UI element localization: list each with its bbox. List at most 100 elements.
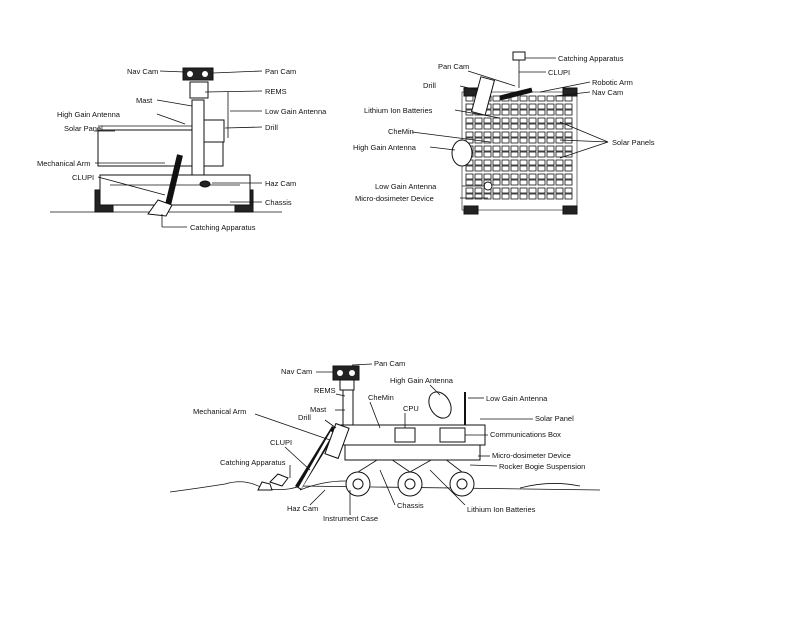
label-rems: REMS: [265, 87, 287, 96]
solar-cell: [474, 159, 483, 166]
solar-cell: [483, 193, 492, 200]
solar-cell: [501, 193, 510, 200]
solar-cell: [465, 173, 474, 180]
label-clupi: CLUPI: [72, 173, 94, 182]
solar-cell: [555, 187, 564, 194]
solar-cell: [564, 103, 573, 110]
solar-cell: [474, 145, 483, 152]
solar-cell: [492, 145, 501, 152]
solar-cell: [564, 165, 573, 172]
solar-cell: [519, 131, 528, 138]
solar-cell: [528, 103, 537, 110]
solar-cell: [501, 145, 510, 152]
solar-cell: [483, 173, 492, 180]
solar-cell: [555, 103, 564, 110]
solar-cell: [465, 165, 474, 172]
solar-cell: [510, 109, 519, 116]
label-mast: Mast: [310, 405, 327, 414]
solar-cell: [537, 165, 546, 172]
solar-cell: [492, 151, 501, 158]
solar-cell: [501, 131, 510, 138]
solar-cell: [555, 145, 564, 152]
catching-apparatus-shape: [269, 473, 289, 487]
camera-head: [182, 67, 214, 81]
label-communications-box: Communications Box: [490, 430, 561, 439]
solar-cell: [492, 123, 501, 130]
solar-cell: [483, 159, 492, 166]
label-drill: Drill: [298, 413, 311, 422]
solar-cell: [546, 109, 555, 116]
label-robotic-arm: Robotic Arm: [592, 78, 633, 87]
solar-cell: [483, 165, 492, 172]
solar-cell: [528, 159, 537, 166]
solar-cell: [474, 117, 483, 124]
solar-cell: [528, 173, 537, 180]
solar-cell: [465, 131, 474, 138]
solar-cell: [510, 145, 519, 152]
label-drill: Drill: [265, 123, 278, 132]
solar-cell: [519, 151, 528, 158]
solar-cell: [537, 117, 546, 124]
label-haz-cam: Haz Cam: [287, 504, 318, 513]
solar-cell: [546, 159, 555, 166]
solar-cell: [474, 179, 483, 186]
solar-cell: [492, 103, 501, 110]
solar-cell: [492, 179, 501, 186]
solar-cell: [537, 145, 546, 152]
solar-cell: [501, 109, 510, 116]
label-rems: REMS: [314, 386, 336, 395]
mast: [342, 389, 354, 426]
solar-cell: [546, 151, 555, 158]
label-solar-panel: Solar Panel: [64, 124, 103, 133]
solar-cell: [528, 151, 537, 158]
label-low-gain-antenna: Low Gain Antenna: [375, 182, 437, 191]
label-low-gain-antenna: Low Gain Antenna: [486, 394, 548, 403]
solar-cell: [519, 103, 528, 110]
solar-cell: [564, 173, 573, 180]
label-drill: Drill: [423, 81, 436, 90]
solar-cell: [492, 137, 501, 144]
label-nav-cam: Nav Cam: [127, 67, 158, 76]
solar-cell: [510, 137, 519, 144]
solar-cell: [501, 187, 510, 194]
solar-cell: [555, 117, 564, 124]
solar-cell: [546, 187, 555, 194]
solar-cell: [537, 109, 546, 116]
label-nav-cam: Nav Cam: [281, 367, 312, 376]
solar-cell: [555, 179, 564, 186]
solar-cell: [546, 173, 555, 180]
label-lithium-ion-batteries: Lithium Ion Batteries: [467, 505, 536, 514]
label-low-gain-antenna: Low Gain Antenna: [265, 107, 327, 116]
solar-cell: [510, 123, 519, 130]
solar-cell: [564, 179, 573, 186]
solar-cell: [555, 151, 564, 158]
solar-cell: [501, 173, 510, 180]
solar-cell: [465, 95, 474, 102]
solar-cell: [546, 95, 555, 102]
solar-cell: [501, 117, 510, 124]
solar-cell: [510, 117, 519, 124]
solar-cell: [510, 103, 519, 110]
drill-box: [203, 119, 225, 143]
label-mechanical-arm: Mechanical Arm: [37, 159, 90, 168]
label-chassis: Chassis: [397, 501, 424, 510]
mast: [191, 99, 205, 176]
solar-cell: [474, 187, 483, 194]
solar-cell: [546, 165, 555, 172]
solar-cell: [546, 131, 555, 138]
solar-cell: [519, 117, 528, 124]
drill-shape: [324, 422, 350, 460]
solar-cell: [555, 123, 564, 130]
solar-cell: [519, 137, 528, 144]
solar-cell: [465, 179, 474, 186]
label-high-gain-antenna: High Gain Antenna: [353, 143, 417, 152]
solar-cell: [537, 137, 546, 144]
solar-cell: [564, 95, 573, 102]
solar-cell: [483, 117, 492, 124]
solar-cell: [537, 131, 546, 138]
solar-cell: [510, 173, 519, 180]
terrain-line: [169, 481, 601, 493]
label-catching-apparatus: Catching Apparatus: [190, 223, 256, 232]
solar-cell: [528, 109, 537, 116]
label-pan-cam: Pan Cam: [374, 359, 405, 368]
